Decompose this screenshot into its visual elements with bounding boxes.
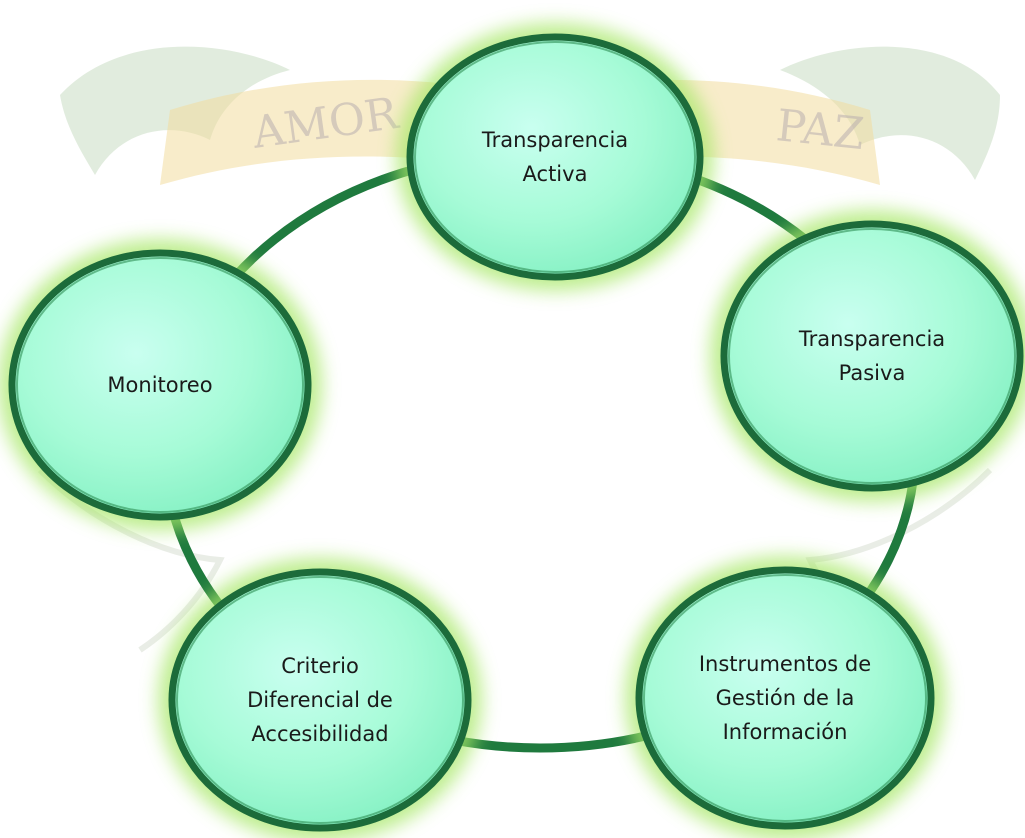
node-label-line: Instrumentos de (699, 652, 871, 676)
node-circle (720, 220, 1024, 492)
node-label-line: Pasiva (839, 361, 906, 385)
node-label-line: Accesibilidad (251, 722, 388, 746)
node-inner-rim (16, 257, 304, 513)
node-inner-rim (414, 41, 696, 273)
node-label-line: Transparencia (481, 128, 628, 152)
node-circle (635, 566, 935, 830)
cycle-node-5: Monitoreo (8, 249, 312, 521)
node-label-line: Diferencial de (247, 688, 393, 712)
node-inner-rim (176, 576, 464, 824)
node-label-line: Información (723, 720, 848, 744)
node-label-line: Gestión de la (716, 686, 855, 710)
node-label-line: Transparencia (798, 327, 945, 351)
node-label-line: Monitoreo (107, 373, 212, 397)
node-circle (8, 249, 312, 521)
watermark-right-word: PAZ (774, 100, 867, 160)
cycle-node-3: Instrumentos de Gestión de la Información (635, 566, 935, 830)
emblem-right-leaf (780, 46, 1000, 180)
node-label-line: Activa (523, 162, 588, 186)
node-circle (168, 568, 472, 832)
cycle-nodes: TransparenciaActivaTransparenciaPasivaIn… (8, 33, 1024, 832)
node-label-line: Criterio (281, 654, 359, 678)
node-circle (406, 33, 704, 281)
node-inner-rim (728, 228, 1016, 484)
node-inner-rim (643, 574, 927, 822)
